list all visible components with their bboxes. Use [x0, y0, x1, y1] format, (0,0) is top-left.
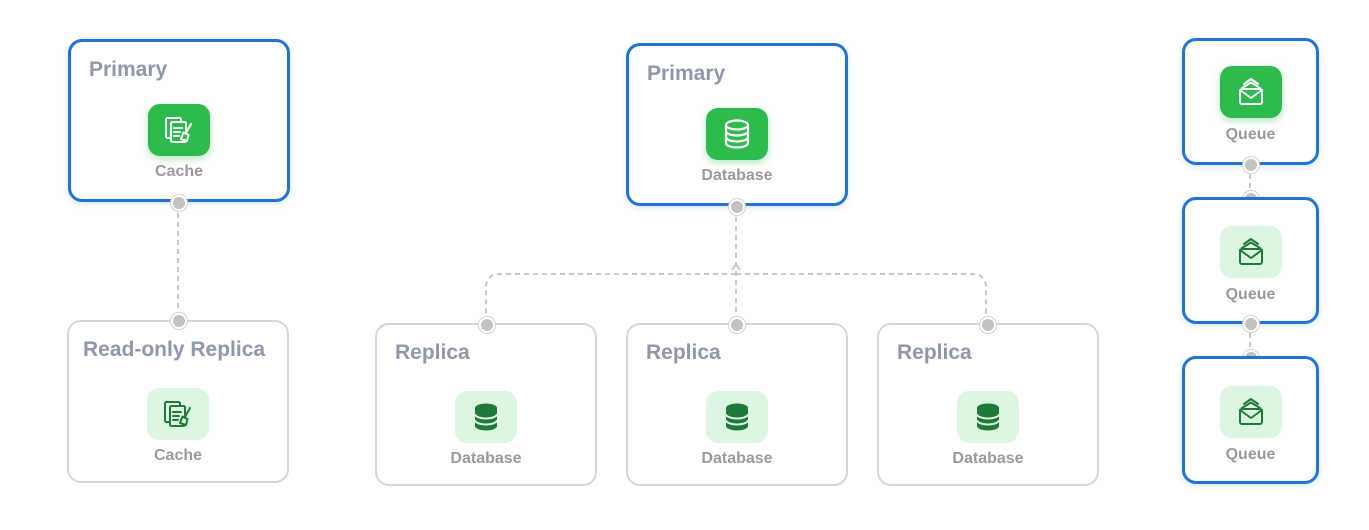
db-replica-icon-tile-2 [706, 391, 768, 443]
db-replica-icon-tile-3 [957, 391, 1019, 443]
cache-primary-card[interactable]: Primary Cache [68, 39, 290, 202]
db-replica-title-2: Replica [646, 341, 721, 364]
queue-card-1[interactable]: Queue [1182, 38, 1319, 165]
cache-replica-caption: Cache [153, 447, 203, 464]
queue-icon [1239, 238, 1263, 265]
cache-primary-title: Primary [89, 58, 168, 81]
database-icon [976, 403, 1000, 431]
cache-replica-card[interactable]: Read-only Replica Cache [67, 320, 289, 483]
db-primary-icon-tile [706, 108, 768, 160]
db-replica-input-port-2[interactable] [729, 317, 745, 333]
cache-icon [164, 401, 191, 427]
db-replica-icon-tile-1 [455, 391, 517, 443]
db-primary-output-port[interactable] [729, 199, 745, 215]
db-primary-title: Primary [647, 62, 726, 85]
db-replica-title-3: Replica [897, 341, 972, 364]
queue-icon [1239, 78, 1263, 105]
connector-db-to-replica-left [485, 273, 736, 322]
database-icon [474, 403, 498, 431]
db-replica-caption-3: Database [952, 450, 1024, 467]
queue-caption-1: Queue [1225, 126, 1276, 143]
queue-2-output-port[interactable] [1243, 316, 1259, 332]
cache-replica-icon-tile [147, 388, 209, 440]
queue-icon [1239, 398, 1263, 425]
queue-icon-tile-3 [1220, 386, 1282, 438]
database-icon [724, 119, 750, 149]
db-replica-card-2[interactable]: Replica Database [626, 323, 848, 486]
queue-icon-tile-1 [1220, 66, 1282, 118]
queue-card-2[interactable]: Queue [1182, 197, 1319, 324]
db-replica-input-port-3[interactable] [980, 317, 996, 333]
queue-1-output-port[interactable] [1243, 157, 1259, 173]
database-icon [725, 403, 749, 431]
db-replica-input-port-1[interactable] [479, 317, 495, 333]
connector-arrowhead [731, 262, 741, 271]
cache-primary-icon-tile [148, 104, 210, 156]
db-primary-card[interactable]: Primary Database [626, 43, 848, 206]
queue-icon-tile-2 [1220, 226, 1282, 278]
queue-caption-2: Queue [1225, 286, 1276, 303]
db-replica-caption-2: Database [701, 450, 773, 467]
cache-primary-output-port[interactable] [171, 195, 187, 211]
cache-replica-input-port[interactable] [171, 313, 187, 329]
cache-replica-title: Read-only Replica [83, 338, 266, 361]
db-replica-card-3[interactable]: Replica Database [877, 323, 1099, 486]
queue-caption-3: Queue [1225, 446, 1276, 463]
db-primary-caption: Database [701, 167, 773, 184]
cache-primary-caption: Cache [154, 163, 204, 180]
db-replica-title-1: Replica [395, 341, 470, 364]
db-replica-caption-1: Database [450, 450, 522, 467]
cache-icon [165, 117, 192, 143]
db-replica-card-1[interactable]: Replica Database [375, 323, 597, 486]
connector-db-to-replica-right [736, 273, 987, 322]
queue-card-3[interactable]: Queue [1182, 356, 1319, 484]
